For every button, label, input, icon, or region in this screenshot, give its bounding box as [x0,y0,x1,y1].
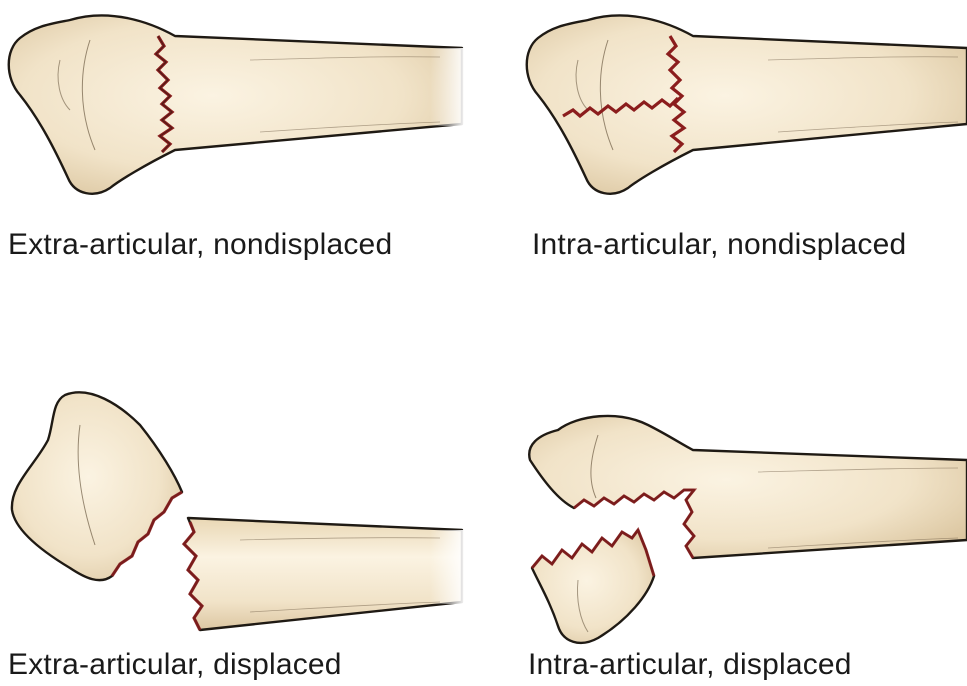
bone-illustration-intra-nondisplaced [518,0,967,210]
panel-intra-articular-displaced: Intra-articular, displaced [518,380,967,686]
caption-intra-articular-displaced: Intra-articular, displaced [528,648,852,682]
caption-extra-articular-displaced: Extra-articular, displaced [8,648,342,682]
bone-illustration-intra-displaced [518,380,967,650]
panel-extra-articular-displaced: Extra-articular, displaced [0,380,480,686]
panel-intra-articular-nondisplaced: Intra-articular, nondisplaced [518,0,967,280]
caption-intra-articular-nondisplaced: Intra-articular, nondisplaced [532,228,906,262]
bone-illustration-extra-nondisplaced [0,0,480,210]
caption-extra-articular-nondisplaced: Extra-articular, nondisplaced [8,228,392,262]
panel-extra-articular-nondisplaced: Extra-articular, nondisplaced [0,0,480,280]
bone-illustration-extra-displaced [0,380,480,650]
